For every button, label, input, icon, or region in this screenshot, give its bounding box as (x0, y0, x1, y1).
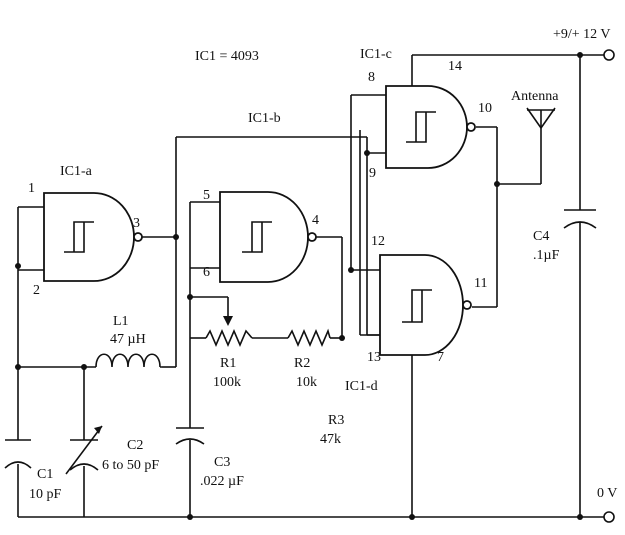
pin-number: 4 (312, 213, 319, 228)
capacitor-c4 (563, 209, 597, 229)
c3-ref-label: C3 (214, 455, 230, 470)
c3-value-label: .022 µF (200, 474, 244, 489)
antenna-icon (526, 107, 556, 130)
pin-number: 6 (203, 265, 210, 280)
nand-gate-ic1-d (379, 254, 472, 356)
pin-number: 10 (478, 101, 492, 116)
supply-terminal (603, 49, 615, 61)
c4-ref-label: C4 (533, 229, 549, 244)
ic-part-label: IC1 = 4093 (195, 49, 259, 64)
r2-ref-label: R2 (294, 356, 310, 371)
resistor-r2 (287, 328, 331, 348)
inductor-l1 (95, 353, 162, 368)
l1-ref-label: L1 (113, 314, 129, 329)
antenna-label: Antenna (511, 89, 559, 104)
r1-value-label: 100k (213, 375, 241, 390)
pin-number: 14 (448, 59, 462, 74)
c1-ref-label: C1 (37, 467, 53, 482)
nand-gate-ic1-c (385, 85, 476, 169)
c2-value-label: 6 to 50 pF (102, 458, 159, 473)
wiring (17, 54, 605, 518)
gate-label-ic1-b: IC1-b (248, 111, 281, 126)
pin-number: 8 (368, 70, 375, 85)
pin-number: 11 (474, 276, 487, 291)
r1-ref-label: R1 (220, 356, 236, 371)
schmitt-trigger-symbol (402, 289, 432, 323)
nand-gate-ic1-a (43, 192, 143, 282)
ground-terminal (603, 511, 615, 523)
variable-capacitor-c2 (65, 425, 103, 475)
nand-gate-ic1-b (219, 191, 317, 283)
c1-value-label: 10 pF (29, 487, 62, 502)
c2-ref-label: C2 (127, 438, 143, 453)
junction-dots (15, 52, 583, 520)
pin-number: 7 (437, 350, 444, 365)
r3-value-label: 47k (320, 432, 341, 447)
potentiometer-r1 (205, 316, 253, 348)
l1-value-label: 47 µH (110, 332, 146, 347)
pin-number: 13 (367, 350, 381, 365)
c4-value-label: .1µF (533, 248, 560, 263)
schmitt-trigger-symbol (64, 221, 94, 253)
pin-number: 3 (133, 216, 140, 231)
pin-number: 12 (371, 234, 385, 249)
schmitt-trigger-symbol (406, 111, 436, 143)
r2-value-label: 10k (296, 375, 317, 390)
supply-voltage-label: +9/+ 12 V (553, 27, 611, 42)
terminals (603, 49, 615, 523)
pin-number: 5 (203, 188, 210, 203)
gate-label-ic1-c: IC1-c (360, 47, 392, 62)
r3-ref-label: R3 (328, 413, 344, 428)
pin-number: 9 (369, 166, 376, 181)
schmitt-trigger-symbol (242, 221, 272, 253)
capacitor-c3 (175, 427, 205, 445)
pin-number: 2 (33, 283, 40, 298)
gate-label-ic1-d: IC1-d (345, 379, 378, 394)
ground-voltage-label: 0 V (597, 486, 617, 501)
capacitor-c1 (4, 439, 32, 469)
pin-number: 1 (28, 181, 35, 196)
gate-label-ic1-a: IC1-a (60, 164, 93, 179)
